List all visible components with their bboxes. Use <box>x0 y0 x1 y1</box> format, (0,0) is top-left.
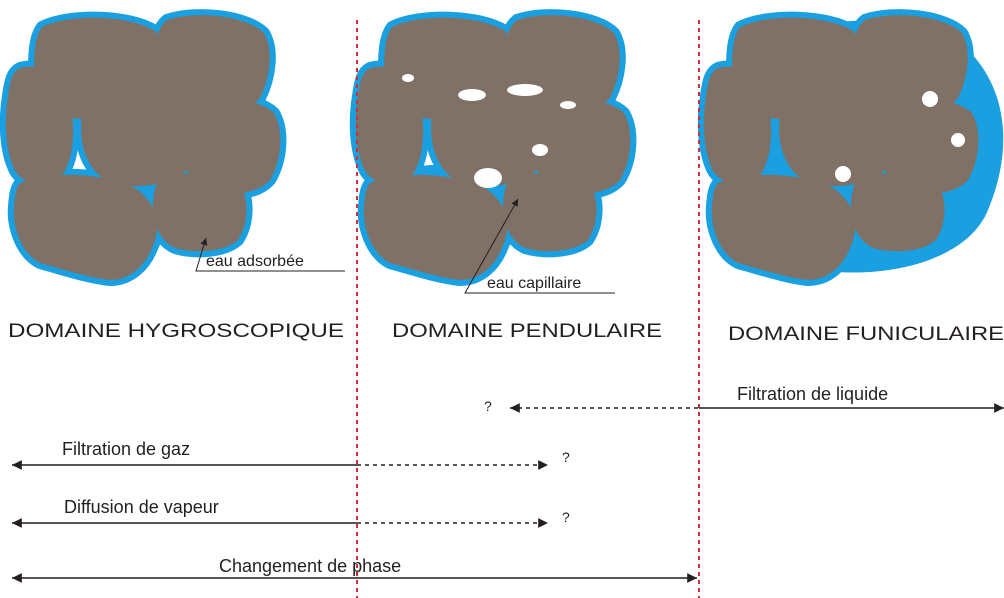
annotation-adsorbed-water: eau adsorbée <box>195 237 345 272</box>
mechanism-vapor-diffusion-label: Diffusion de vapeur <box>64 497 219 517</box>
mechanism-gas-filtration: Filtration de gaz ? <box>12 439 570 470</box>
mechanism-vapor-diffusion-unknown: ? <box>562 509 570 525</box>
domain-label-funicular: DOMAINE FUNICULAIRE <box>728 324 1004 345</box>
mechanism-gas-filtration-unknown: ? <box>562 449 570 465</box>
mechanism-liquid-filtration-unknown: ? <box>484 398 492 414</box>
annotation-capillary-water: eau capillaire <box>464 198 615 294</box>
annotation-adsorbed-label: eau adsorbée <box>206 253 304 270</box>
grain-cluster-pendular <box>356 15 631 280</box>
domain-label-pendular: DOMAINE PENDULAIRE <box>392 321 662 342</box>
mechanism-vapor-diffusion: Diffusion de vapeur ? <box>12 497 570 528</box>
mechanism-liquid-filtration-label: Filtration de liquide <box>737 384 888 404</box>
grain-cluster-hygroscopic <box>6 15 281 280</box>
mechanism-phase-change: Changement de phase <box>12 556 697 583</box>
annotation-capillary-label: eau capillaire <box>487 275 581 292</box>
mechanism-liquid-filtration: Filtration de liquide ? <box>484 384 1004 414</box>
domain-label-hygroscopic: DOMAINE HYGROSCOPIQUE <box>8 321 344 342</box>
grain-cluster-funicular <box>704 15 1004 280</box>
mechanism-gas-filtration-label: Filtration de gaz <box>62 439 190 459</box>
mechanism-phase-change-label: Changement de phase <box>219 556 401 576</box>
